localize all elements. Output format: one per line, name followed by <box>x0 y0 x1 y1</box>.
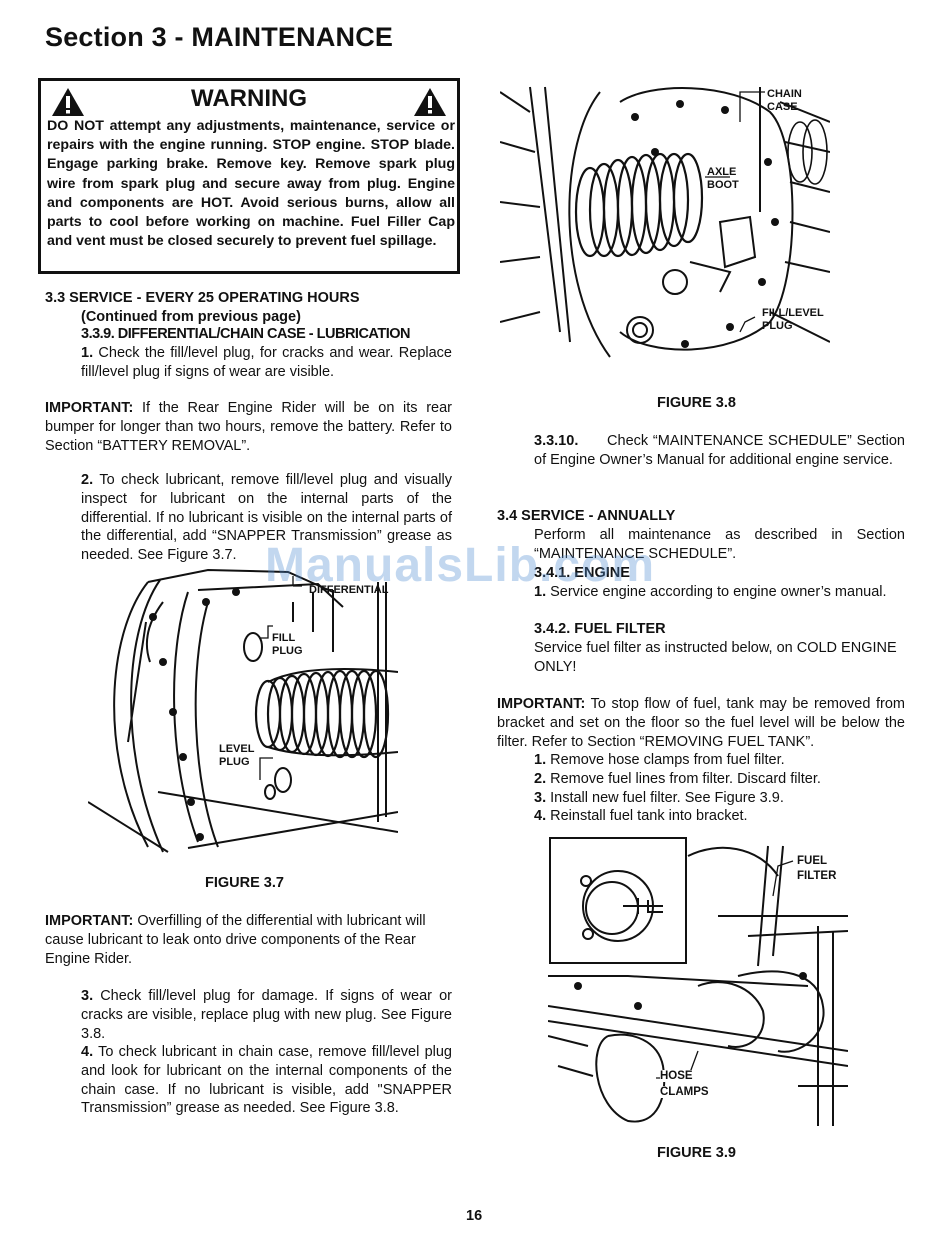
step-text: Remove fuel lines from filter. Discard f… <box>550 770 821 787</box>
section-3-4-heading: 3.4 SERVICE - ANNUALLY <box>497 508 676 524</box>
fig37-differential-label: DIFFERENTIAL <box>309 584 389 596</box>
step-4-paragraph: 4. To check lubricant in chain case, rem… <box>81 1043 452 1118</box>
section-3-4-text: Perform all maintenance as described in … <box>534 527 905 562</box>
list-item: 2. Remove fuel lines from filter. Discar… <box>534 770 821 789</box>
step-number: 1. <box>81 345 94 361</box>
section-number: 3.3.10. <box>534 433 579 449</box>
fig39-filter-label: FILTER <box>797 870 837 882</box>
step-number: 1. <box>534 752 547 768</box>
important-text: To stop flow of fuel, tank may be remove… <box>497 696 905 750</box>
watermark: ManualsLib.com <box>265 539 656 592</box>
fuel-filter-steps-list: 1. Remove hose clamps from fuel filter. … <box>534 751 821 826</box>
section-3-4-2-text: Service fuel filter as instructed below,… <box>534 640 897 675</box>
important-text: Overfilling of the differential with lub… <box>45 913 426 967</box>
list-item: 4. Reinstall fuel tank into bracket. <box>534 807 821 826</box>
figure-3-7-caption: FIGURE 3.7 <box>205 875 284 891</box>
step-text: To check lubricant, remove fill/level pl… <box>81 472 452 564</box>
section-3-3-subheading: (Continued from previous page) <box>81 309 301 325</box>
section-3-3-heading: 3.3 SERVICE - EVERY 25 OPERATING HOURS <box>45 290 360 306</box>
step-number: 4. <box>534 808 547 825</box>
step-number: 2. <box>81 472 94 488</box>
step-3-paragraph: 3. Check fill/level plug for damage. If … <box>81 987 452 1043</box>
fig38-boot-label: BOOT <box>707 179 739 191</box>
fig38-fill-level-label: FILL/LEVEL <box>762 307 824 319</box>
step-number: 3. <box>534 789 547 806</box>
step-number: 3. <box>81 988 94 1004</box>
warning-heading: WARNING <box>191 85 307 112</box>
fig38-case-label: CASE <box>767 101 798 113</box>
warning-triangle-icon <box>52 88 84 116</box>
section-3-3-9-heading: 3.3.9. DIFFERENTIAL/CHAIN CASE - LUBRICA… <box>81 326 410 342</box>
page-number: 16 <box>466 1208 483 1224</box>
step-text: Install new fuel filter. See Figure 3.9. <box>550 789 784 806</box>
important-note-overfilling: IMPORTANT: Overfilling of the differenti… <box>45 912 455 968</box>
step-text: Remove hose clamps from fuel filter. <box>550 752 785 768</box>
figure-3-8-caption: FIGURE 3.8 <box>657 395 736 411</box>
step-text: Check fill/level plug for damage. If sig… <box>81 988 452 1042</box>
list-item: 3. Install new fuel filter. See Figure 3… <box>534 789 821 808</box>
important-label: IMPORTANT: <box>497 696 586 712</box>
step-text: Check the fill/level plug, for cracks an… <box>81 345 452 380</box>
section-3-3-10-paragraph: 3.3.10. Check “MAINTENANCE SCHEDULE” Sec… <box>534 432 905 470</box>
fig38-chain-label: CHAIN <box>767 88 802 100</box>
figure-3-8-chain-case-illustration <box>500 86 830 358</box>
step-1-paragraph: 1. Check the fill/level plug, for cracks… <box>81 344 452 382</box>
step-number: 4. <box>81 1044 94 1060</box>
section-3-4-1-heading: 3.4.1. ENGINE <box>534 565 630 581</box>
important-label: IMPORTANT: <box>45 913 134 929</box>
warning-triangle-icon <box>414 88 446 116</box>
figure-3-9-fuel-filter-illustration <box>548 837 848 1126</box>
figure-3-7-differential-illustration <box>88 568 398 853</box>
warning-box: WARNING DO NOT attempt any adjustments, … <box>38 78 460 274</box>
section-3-4-2-heading: 3.4.2. FUEL FILTER <box>534 621 666 637</box>
fig38-plug-label: PLUG <box>762 320 793 332</box>
fig37-fill-label: FILL <box>272 632 296 644</box>
fig37-level-label: LEVEL <box>219 743 255 755</box>
fig39-hose-label: HOSE <box>660 1070 693 1082</box>
section-3-4-1-step: 1. Service engine according to engine ow… <box>534 583 905 602</box>
step-text: Service engine according to engine owner… <box>546 584 887 600</box>
important-label: IMPORTANT: <box>45 400 134 416</box>
figure-3-9-caption: FIGURE 3.9 <box>657 1145 736 1161</box>
step-number: 1. <box>534 584 547 600</box>
fig38-axle-label: AXLE <box>707 166 737 178</box>
fig39-clamps-label: CLAMPS <box>660 1086 709 1098</box>
fig37-level-plug-label: PLUG <box>219 756 250 768</box>
fig37-plug-label: PLUG <box>272 645 303 657</box>
step-text: To check lubricant in chain case, remove… <box>81 1044 452 1117</box>
important-note-battery: IMPORTANT: If the Rear Engine Rider will… <box>45 399 452 455</box>
page-title: Section 3 - MAINTENANCE <box>45 22 394 52</box>
list-item: 1. Remove hose clamps from fuel filter. <box>534 751 821 770</box>
step-2-paragraph: 2. To check lubricant, remove fill/level… <box>81 471 452 565</box>
important-note-fuel-tank: IMPORTANT: To stop flow of fuel, tank ma… <box>497 695 905 751</box>
section-text: Check “MAINTENANCE SCHEDULE” Section of … <box>534 433 905 468</box>
fig39-fuel-label: FUEL <box>797 855 828 867</box>
important-text: If the Rear Engine Rider will be on its … <box>45 400 452 454</box>
warning-body: DO NOT attempt any adjustments, maintena… <box>47 118 455 250</box>
step-number: 2. <box>534 770 547 787</box>
step-text: Reinstall fuel tank into bracket. <box>550 808 748 825</box>
